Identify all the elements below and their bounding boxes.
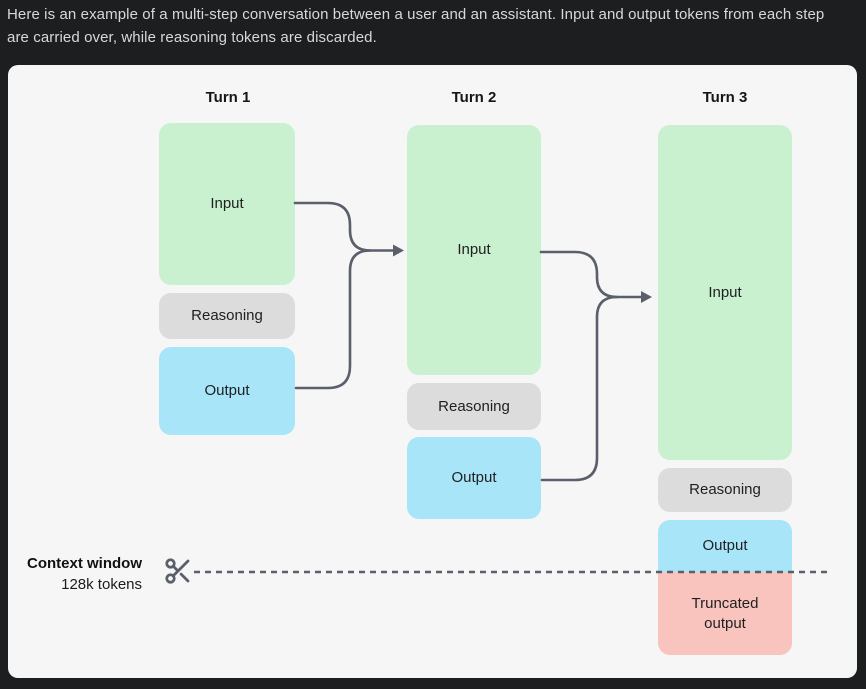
turn2-output-box: Output bbox=[407, 437, 541, 519]
context-window-label: Context window 128k tokens bbox=[16, 553, 142, 595]
diagram-panel: Turn 1 Turn 2 Turn 3 Input Reasoning Out… bbox=[8, 65, 857, 678]
scissors-icon bbox=[163, 556, 193, 586]
turn1-output-box: Output bbox=[159, 347, 295, 435]
turn3-reasoning-box: Reasoning bbox=[658, 468, 792, 512]
arrow-turn2-output-to-turn3 bbox=[540, 295, 619, 482]
turn3-truncated-output-box: Truncated output bbox=[658, 572, 792, 655]
turn3-title: Turn 3 bbox=[702, 89, 748, 106]
arrow-turn2-input-to-turn3 bbox=[539, 250, 643, 299]
context-window-size: 128k tokens bbox=[61, 576, 142, 593]
turn3-input-box: Input bbox=[658, 125, 792, 460]
turn3-output-box: Output bbox=[658, 520, 792, 572]
arrow-turn1-output-to-turn2 bbox=[294, 249, 372, 390]
context-window-title: Context window bbox=[27, 555, 142, 572]
arrowhead-into-turn2-input bbox=[393, 244, 404, 257]
arrowhead-into-turn3-input bbox=[641, 291, 652, 303]
arrow-turn1-input-to-turn2 bbox=[293, 201, 395, 252]
intro-text: Here is an example of a multi-step conve… bbox=[7, 6, 825, 46]
turn1-reasoning-box: Reasoning bbox=[159, 293, 295, 339]
turn2-title: Turn 2 bbox=[451, 89, 497, 106]
turn2-input-box: Input bbox=[407, 125, 541, 375]
turn2-reasoning-box: Reasoning bbox=[407, 383, 541, 430]
turn1-input-box: Input bbox=[159, 123, 295, 285]
turn1-title: Turn 1 bbox=[205, 89, 251, 106]
